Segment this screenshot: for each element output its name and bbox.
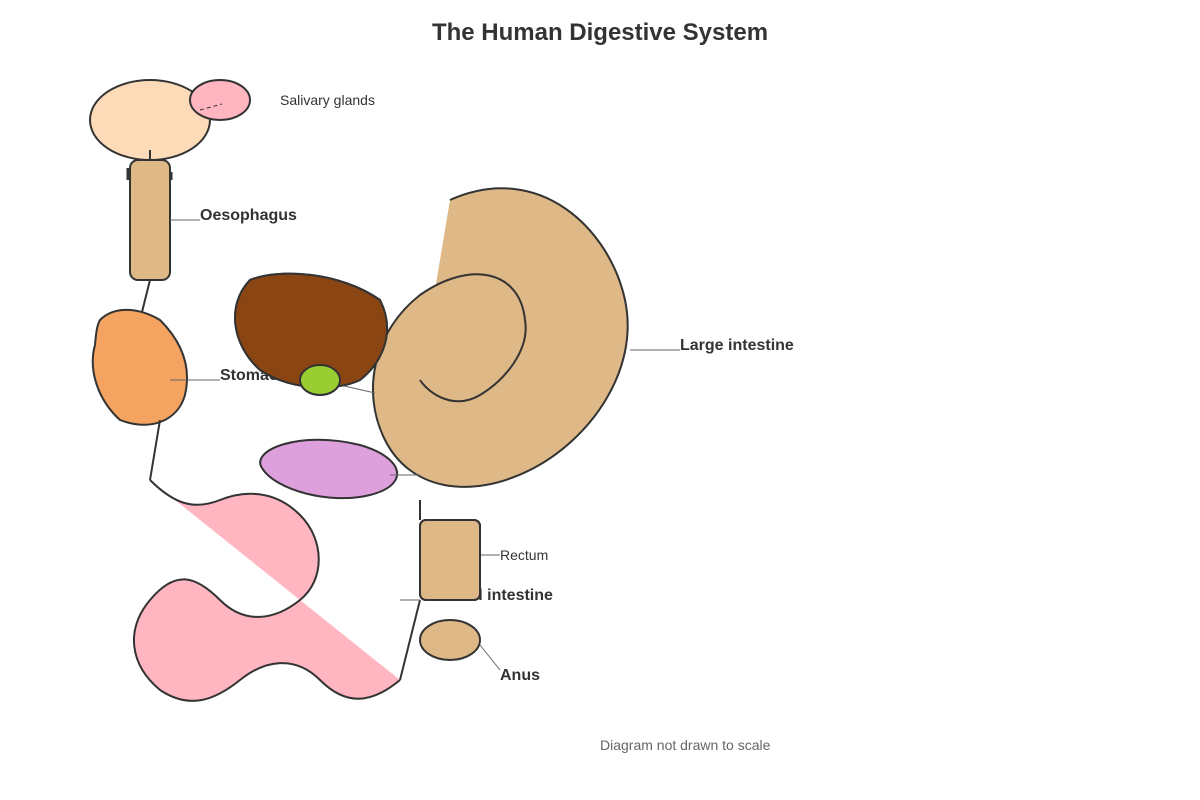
rectum-label: Rectum — [500, 547, 548, 563]
anus-shape — [419, 619, 481, 661]
gall-bladder-shape-overlay — [299, 364, 341, 396]
anus-leader-line — [479, 644, 501, 671]
salivary-glands-shape — [189, 79, 251, 121]
oesophagus-shape — [129, 159, 171, 281]
rectum-shape-overlay — [419, 519, 481, 601]
stomach-small-intestine-connector — [149, 419, 161, 481]
salivary-gland-duct — [199, 103, 223, 111]
oesophagus-label: Oesophagus — [200, 207, 297, 224]
anus-label: Anus — [500, 667, 540, 684]
stomach-shape — [91, 308, 189, 426]
liver-shape-overlay — [234, 272, 389, 389]
scale-footnote: Diagram not drawn to scale — [600, 737, 771, 753]
large-intestine-label: Large intestine — [680, 337, 794, 354]
pancreas-shape — [259, 438, 399, 500]
salivary-glands-label: Salivary glands — [280, 92, 375, 108]
gall-bladder-leader-line — [339, 384, 376, 394]
large-intestine-shape — [372, 187, 629, 488]
small-intestine-rectum-connector — [399, 599, 421, 681]
small-intestine-shape — [133, 479, 401, 702]
diagram-title: The Human Digestive System — [432, 19, 768, 46]
